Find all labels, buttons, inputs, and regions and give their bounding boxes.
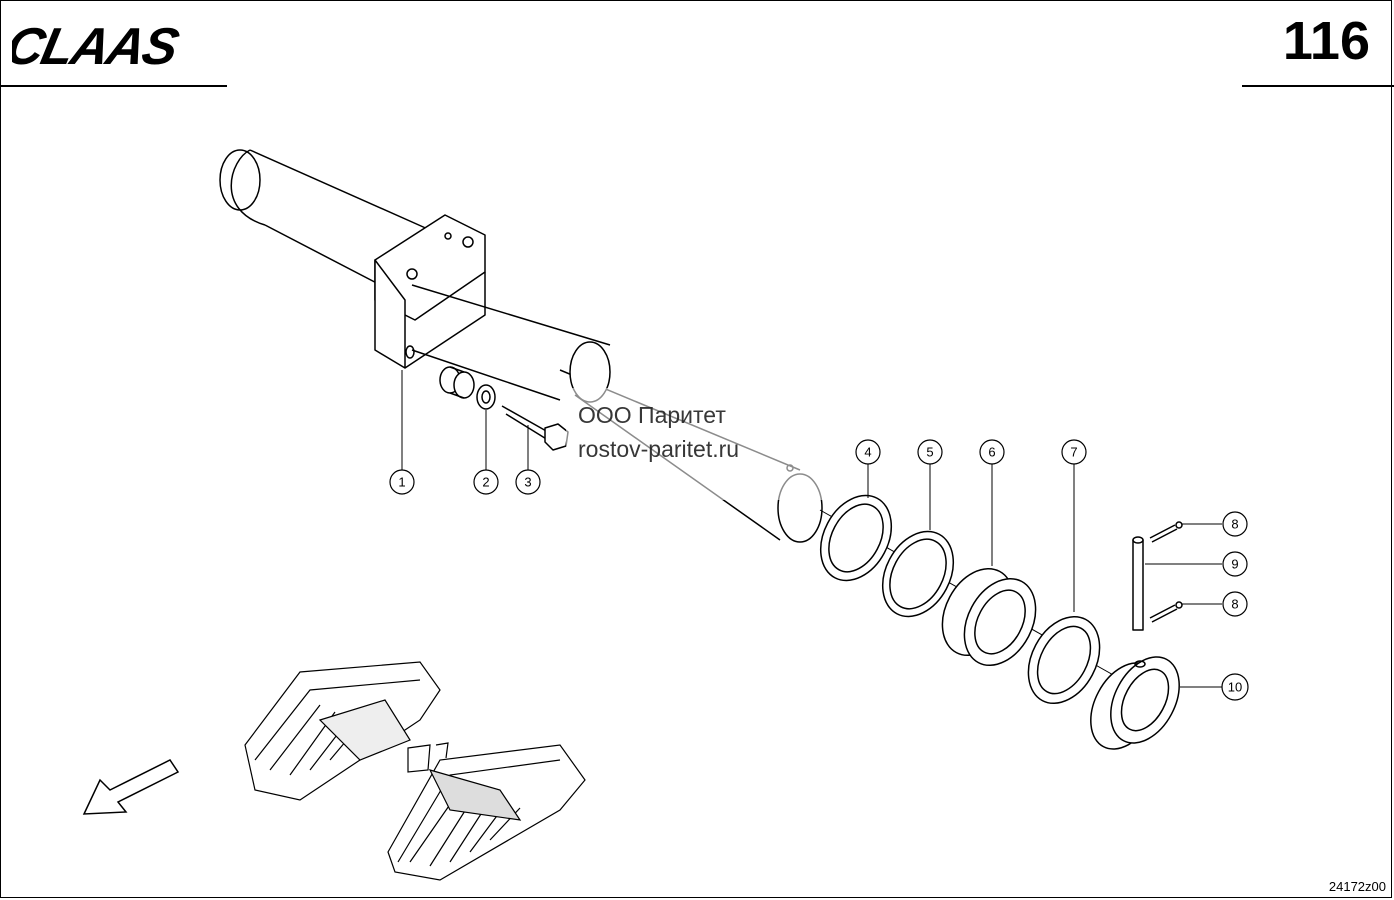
bearing-6 (941, 567, 1037, 667)
callout-label-9: 9 (1231, 557, 1238, 572)
callout-circle-6 (979, 439, 1005, 465)
callout-circle-10 (1221, 673, 1249, 701)
callout-circle-8a (1222, 511, 1248, 537)
callout-label-6: 6 (988, 445, 995, 460)
watermark: ООО Паритет rostov-paritet.ru (578, 398, 739, 466)
page-number-underline (1242, 85, 1394, 87)
callout-label-10: 10 (1228, 680, 1242, 695)
leader-lines (401, 370, 1222, 688)
pin-9 (1132, 536, 1144, 631)
bushing-part (439, 366, 475, 399)
callout-label-7: 7 (1070, 445, 1077, 460)
callout-circle-1 (389, 469, 415, 495)
watermark-company: ООО Паритет (578, 402, 726, 428)
cotter-pin-upper (1149, 521, 1183, 543)
claas-logo-text: CLAAS (12, 22, 184, 70)
callout-label-3: 3 (524, 475, 531, 490)
ring-5 (881, 530, 955, 618)
drawing-id: 24172z00 (1328, 879, 1386, 894)
callout-circle-2 (473, 469, 499, 495)
callout-label-2: 2 (482, 475, 489, 490)
claas-logo: CLAAS (12, 22, 184, 70)
washer-part (476, 384, 496, 410)
collar-10 (1090, 656, 1180, 750)
callout-circle-9 (1222, 551, 1248, 577)
callout-circle-3 (515, 469, 541, 495)
bolt-part (501, 405, 569, 451)
direction-arrow-icon (82, 759, 180, 815)
watermark-backdrop (566, 388, 844, 500)
callout-circle-4 (855, 439, 881, 465)
callout-label-8b: 8 (1231, 597, 1238, 612)
callout-circle-8b (1222, 591, 1248, 617)
vehicle-overview (244, 661, 586, 881)
logo-underline (0, 85, 227, 87)
callout-label-8a: 8 (1231, 517, 1238, 532)
callout-circle-5 (917, 439, 943, 465)
callout-label-4: 4 (864, 445, 871, 460)
callout-circle-7 (1061, 439, 1087, 465)
page-number: 116 (1282, 11, 1370, 71)
ring-4 (819, 494, 893, 582)
callout-label-1: 1 (398, 475, 405, 490)
callout-label-5: 5 (926, 445, 933, 460)
watermark-url: rostov-paritet.ru (578, 436, 740, 462)
cylinder-assembly (219, 149, 823, 543)
ring-7 (1027, 615, 1101, 705)
cotter-pin-lower (1149, 601, 1183, 623)
